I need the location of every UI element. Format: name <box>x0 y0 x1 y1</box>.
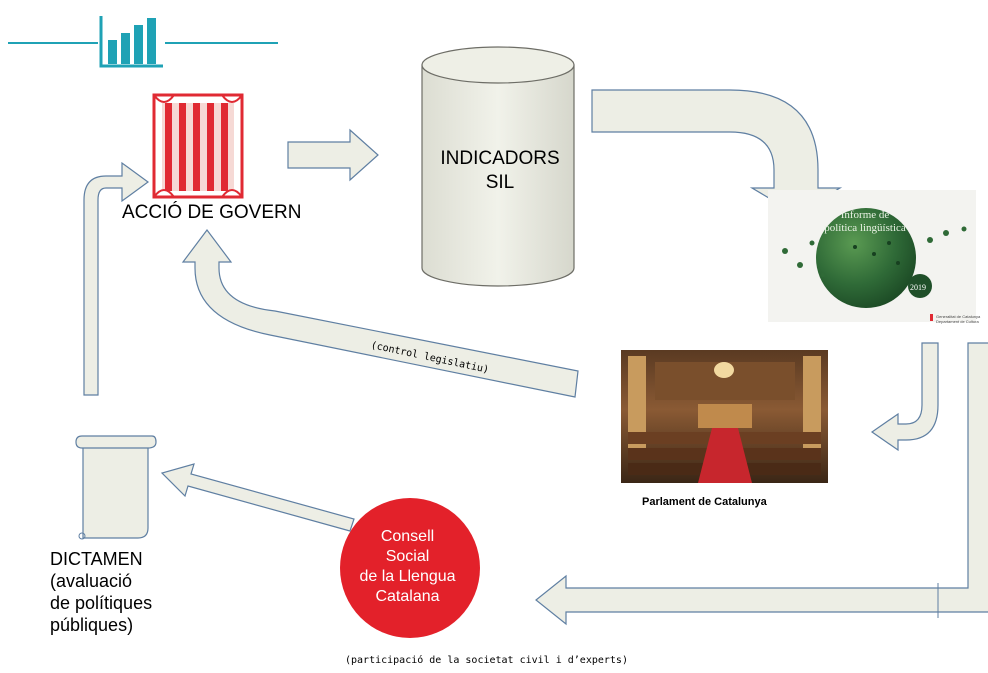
council-line-2: Social <box>385 548 430 565</box>
scroll-document-icon <box>75 435 157 540</box>
council-line-1: Consell <box>380 528 435 545</box>
arrow-dictamen-to-govern <box>83 161 150 396</box>
government-action-label: ACCIÓ DE GOVERN <box>122 202 302 223</box>
dictamen-line-1: DICTAMEN <box>50 549 143 569</box>
report-cover-title-line-2: política lingüística <box>824 222 906 234</box>
database-cylinder-icon <box>421 46 575 287</box>
report-cover-title-line-1: Informe de <box>840 209 890 221</box>
bar-chart-logo-icon <box>8 16 278 68</box>
indicators-line-1: INDICADORS <box>440 148 560 169</box>
dictamen-line-4: públiques) <box>50 615 134 635</box>
arrow-legislative-control <box>181 229 579 398</box>
report-cover-dept-line-2: Departament de Cultura <box>936 319 979 324</box>
indicators-label: INDICADORS SIL <box>427 147 573 195</box>
report-cover-department: Generalitat de Catalunya Departament de … <box>936 314 982 324</box>
dictamen-line-2: (avaluació <box>50 571 133 591</box>
council-circle <box>340 498 480 638</box>
senyera-emblem-icon <box>152 93 244 199</box>
council-label: Consell Social de la Llengua Catalana <box>345 527 470 607</box>
report-cover-year: 2019 <box>910 283 926 292</box>
dictamen-label: DICTAMEN (avaluació de polítiques públiq… <box>50 548 220 636</box>
council-line-4: Catalana <box>375 588 440 605</box>
report-cover-title: Informe de política lingüística <box>806 209 924 235</box>
indicators-line-2: SIL <box>485 172 515 193</box>
participation-label: (participació de la societat civil i d’e… <box>345 655 628 666</box>
council-line-3: de la Llengua <box>359 568 456 585</box>
parliament-caption: Parlament de Catalunya <box>642 496 767 508</box>
arrow-report-to-parliament <box>870 342 939 452</box>
arrow-govern-to-indicators <box>287 128 379 182</box>
report-cover-dept-line-1: Generalitat de Catalunya <box>936 314 981 319</box>
parliament-chamber-photo <box>621 350 828 483</box>
arrow-council-to-dictamen <box>160 463 355 532</box>
arrow-parliament-to-council <box>535 342 988 626</box>
dictamen-line-3: de polítiques <box>50 593 153 613</box>
arrow-indicators-to-report <box>591 89 843 215</box>
report-cover-image <box>768 190 976 322</box>
